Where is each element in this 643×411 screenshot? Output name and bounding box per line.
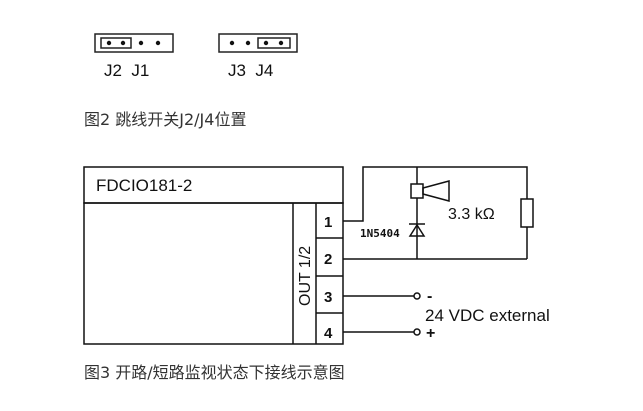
device-module bbox=[83, 166, 344, 345]
jumper-labels-left: J2 J1 bbox=[104, 61, 149, 80]
supply-minus: - bbox=[427, 288, 432, 305]
diode-symbol bbox=[408, 223, 426, 237]
jumper-block-j3-j4 bbox=[218, 33, 298, 53]
caption-figure-3: 图3 开路/短路监视状态下接线示意图 bbox=[84, 363, 345, 382]
terminal-1-label: 1 bbox=[324, 214, 332, 231]
supply-wiring bbox=[343, 292, 421, 336]
jumper-labels-right: J3 J4 bbox=[228, 61, 273, 80]
sounder-icon bbox=[410, 180, 450, 202]
supply-label: 24 VDC external bbox=[425, 306, 550, 325]
caption-figure-2: 图2 跳线开关J2/J4位置 bbox=[84, 110, 246, 129]
device-name: FDCIO181-2 bbox=[96, 176, 192, 195]
load-wiring bbox=[343, 166, 528, 260]
terminal-2-label: 2 bbox=[324, 251, 332, 268]
resistor-label: 3.3 kΩ bbox=[448, 206, 495, 223]
terminal-4-label: 4 bbox=[324, 325, 333, 342]
resistor-symbol bbox=[520, 198, 534, 228]
terminal-3-label: 3 bbox=[324, 289, 332, 306]
jumper-block-j2-j1 bbox=[94, 33, 174, 53]
output-label: OUT 1/2 bbox=[297, 246, 314, 306]
supply-plus: + bbox=[426, 325, 435, 342]
diode-label: 1N5404 bbox=[360, 227, 400, 240]
